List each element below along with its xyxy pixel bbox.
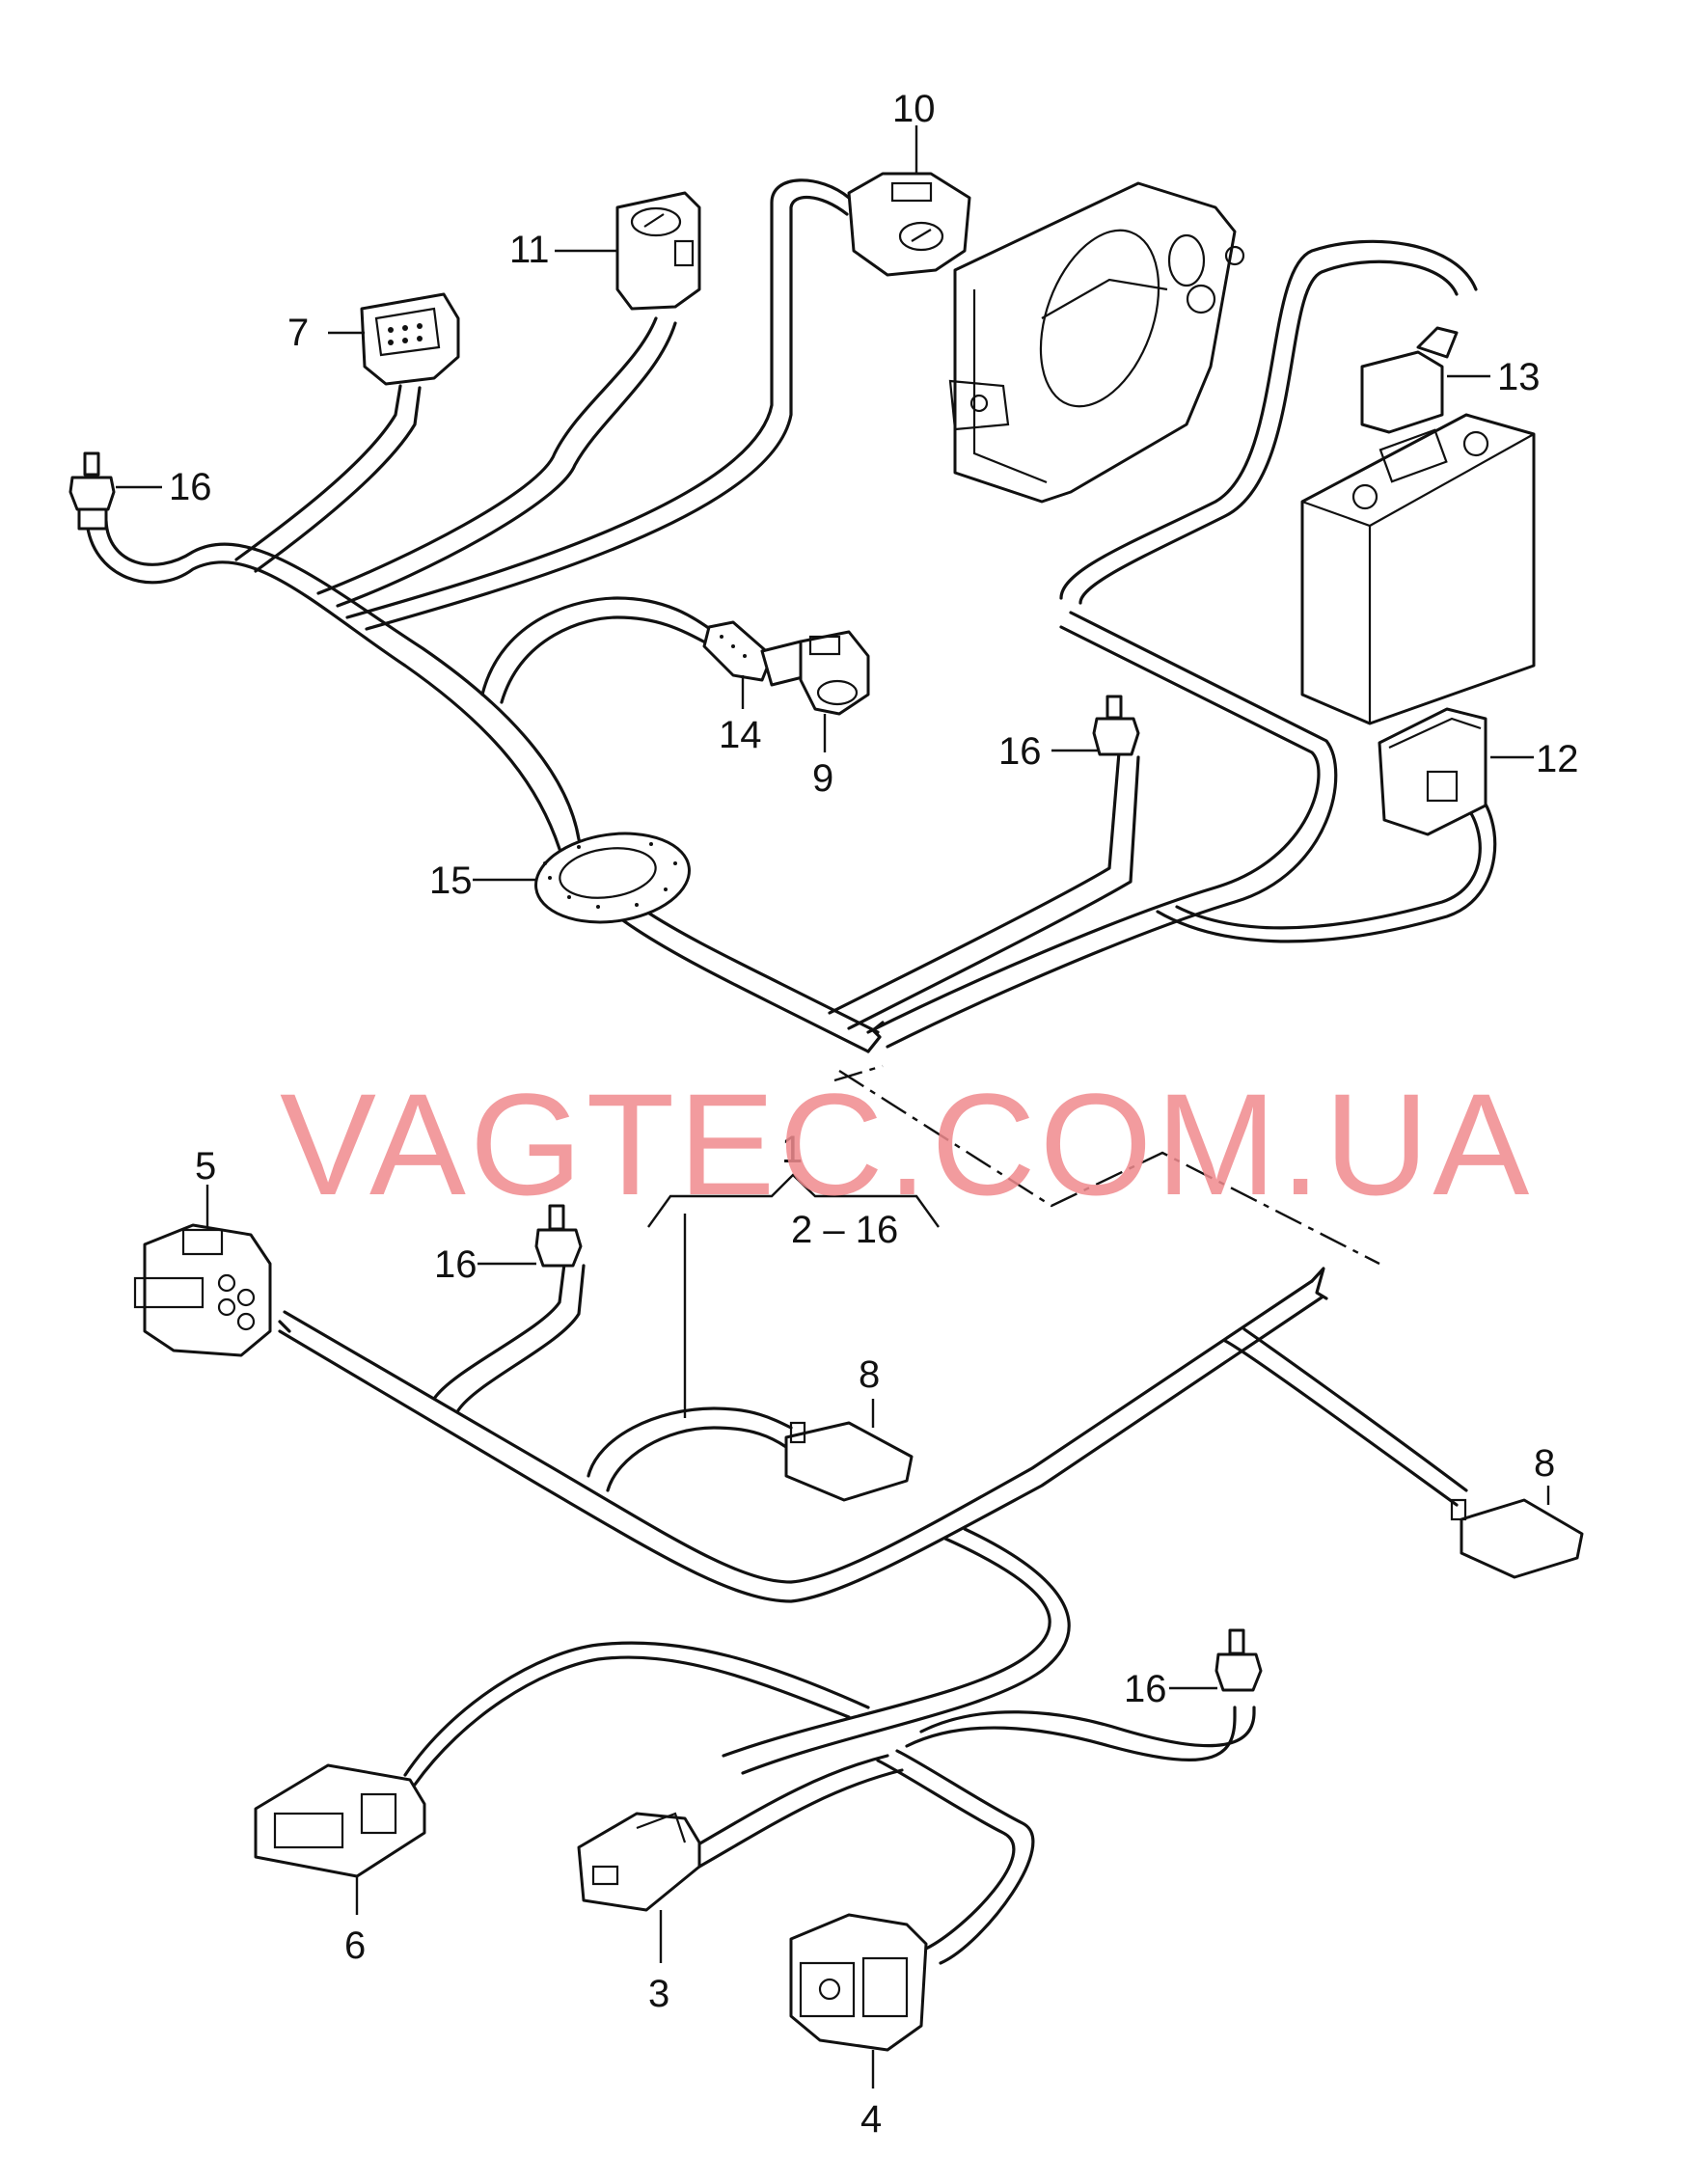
- callout-4: 4: [860, 2098, 882, 2141]
- callout-16-mid: 16: [998, 730, 1042, 773]
- callout-8-right: 8: [1534, 1442, 1555, 1485]
- callout-12: 12: [1536, 738, 1579, 780]
- callout-3: 3: [648, 1973, 669, 2015]
- upper-harness: [85, 178, 1497, 1053]
- lower-harness: [278, 1262, 1468, 1965]
- callout-2-16: 2 – 16: [791, 1209, 898, 1251]
- callout-15: 15: [429, 860, 473, 902]
- callout-16-bottom: 16: [1124, 1668, 1167, 1710]
- callout-10: 10: [892, 88, 936, 130]
- group-bracket: [647, 1173, 940, 1228]
- air-compressor: [948, 181, 1245, 504]
- ground-stud-16-top: [68, 451, 116, 531]
- callout-9: 9: [812, 757, 833, 800]
- ground-stud-16-bottom: [1214, 1628, 1263, 1692]
- connector-9: [799, 630, 870, 716]
- control-module: [1300, 413, 1536, 725]
- connector-4: [789, 1913, 928, 2052]
- connector-13: [1360, 326, 1459, 434]
- harness-split-line-2: [833, 1064, 884, 1082]
- callout-16-left: 16: [434, 1243, 478, 1286]
- connector-5: [133, 1223, 272, 1357]
- connector-10: [847, 172, 971, 277]
- callout-labels: 10 11 7 13 16 14 9 16 12 15 5 1 2 – 16 1…: [169, 88, 1579, 2141]
- callout-16-top: 16: [169, 466, 212, 508]
- connector-7: [360, 292, 460, 386]
- callout-1: 1: [781, 1129, 803, 1171]
- callout-7: 7: [287, 312, 309, 354]
- ground-stud-16-left: [534, 1204, 583, 1268]
- connector-12: [1378, 707, 1487, 836]
- callout-8-left: 8: [859, 1353, 880, 1396]
- connector-6: [254, 1763, 426, 1878]
- callout-5: 5: [195, 1145, 216, 1188]
- callout-13: 13: [1497, 356, 1541, 398]
- connector-8-left: [784, 1421, 914, 1502]
- connector-3: [577, 1812, 701, 1912]
- harness-split-line: [838, 1069, 1380, 1266]
- leader-lines: [116, 125, 1550, 2088]
- callout-11: 11: [509, 229, 550, 271]
- callout-14: 14: [719, 714, 762, 756]
- connector-11: [615, 191, 701, 311]
- sensor-14: [702, 620, 812, 687]
- ground-stud-16-mid: [1092, 695, 1140, 756]
- grommet-15: [534, 832, 691, 924]
- callout-6: 6: [344, 1925, 366, 1967]
- watermark: VAGTEC.COM.UA: [280, 1063, 1533, 1225]
- connector-8-right: [1450, 1498, 1584, 1579]
